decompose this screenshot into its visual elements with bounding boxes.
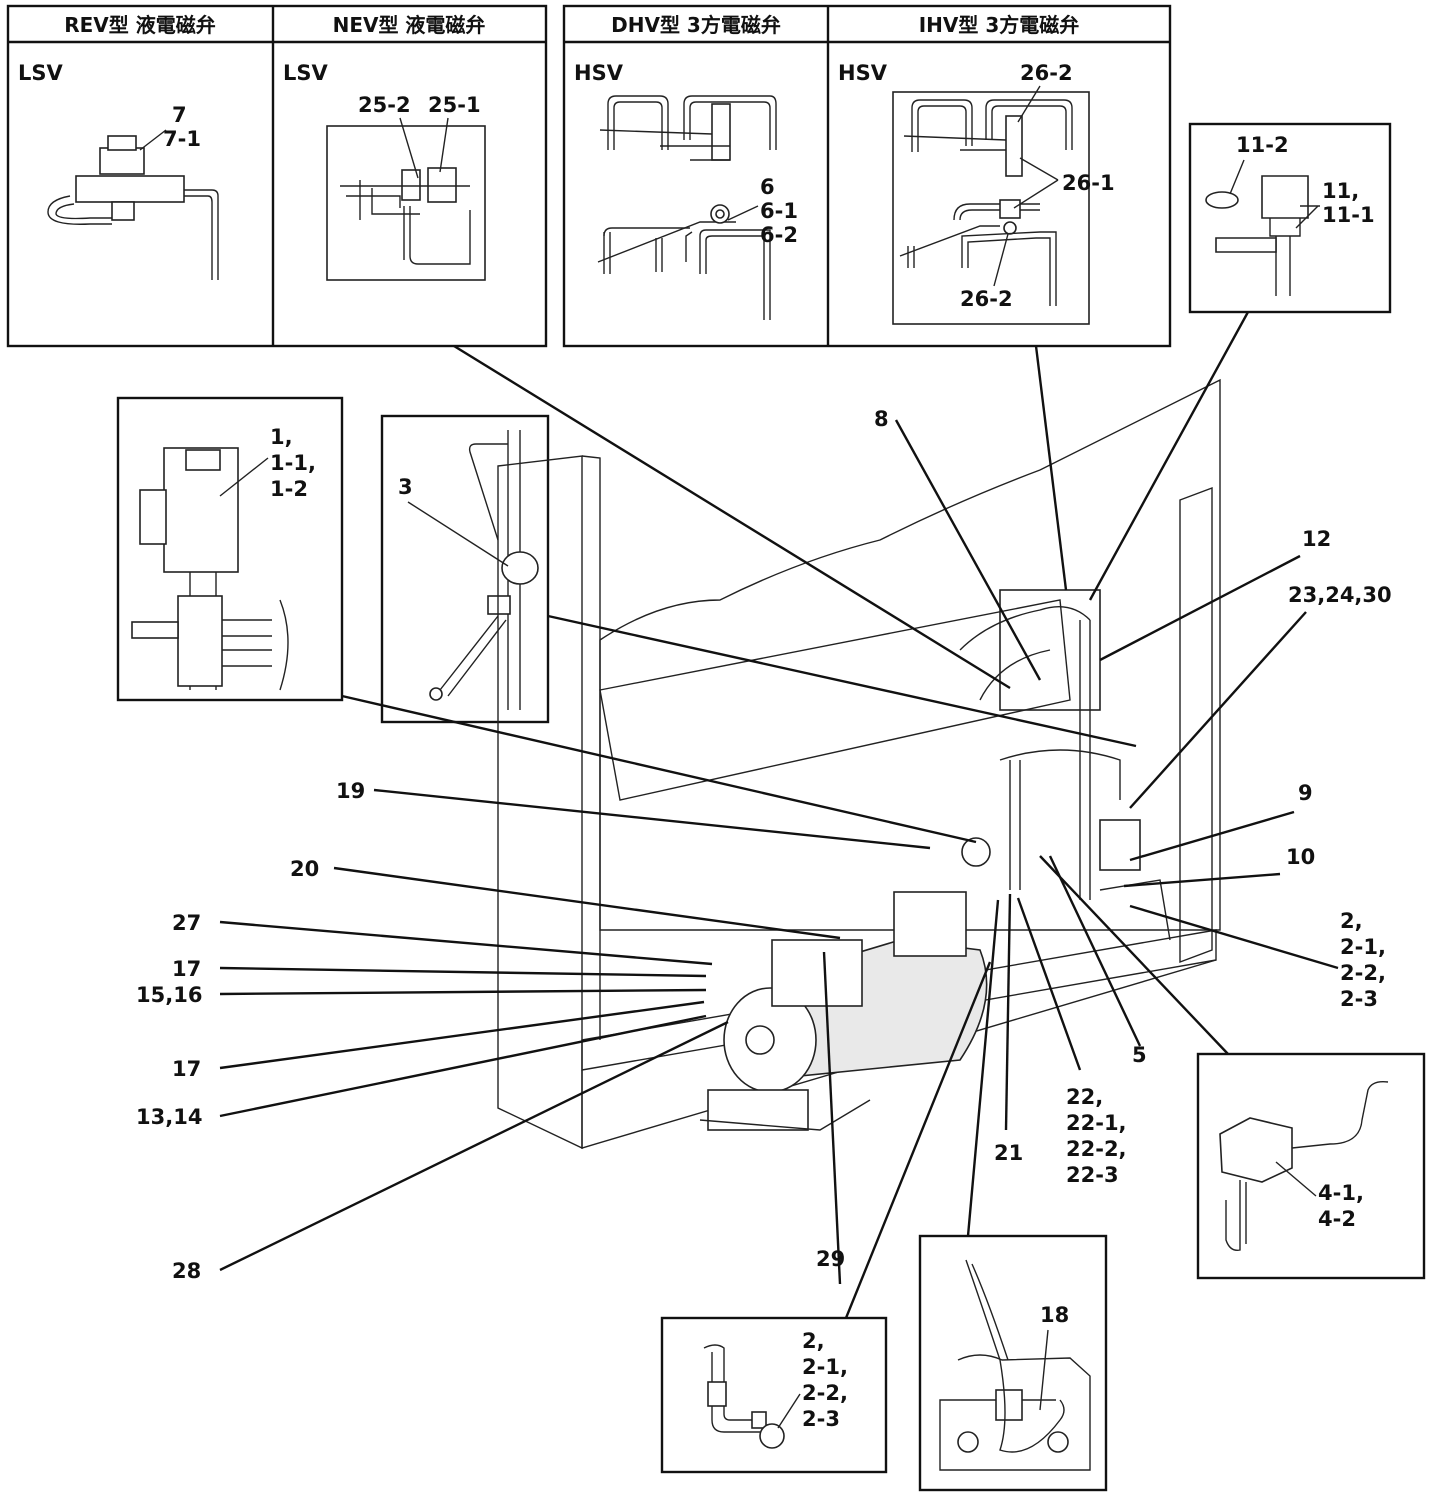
dhv-label-6: 6: [760, 175, 775, 199]
callout-2-1: 2-1,: [1340, 935, 1386, 959]
callout-2: 2,: [1340, 909, 1363, 933]
nev-header: NEV型 液電磁弁: [333, 13, 486, 37]
callout-13-14: 13,14: [136, 1105, 202, 1129]
callout-10: 10: [1286, 845, 1315, 869]
valve-table-right: DHV型 3方電磁弁 IHV型 3方電磁弁 HSV HSV 6: [562, 4, 1172, 348]
exp-label-11-2: 11-2: [1236, 133, 1289, 157]
sensor-label-2-3: 2-3: [802, 1407, 840, 1431]
callout-17-a: 17: [172, 957, 201, 981]
callout-9: 9: [1298, 781, 1313, 805]
sensor-label-2-2: 2-2,: [802, 1381, 848, 1405]
callout-28: 28: [172, 1259, 201, 1283]
callout-5: 5: [1132, 1043, 1147, 1067]
inset-heater: 18: [918, 1234, 1108, 1492]
ihv-valve-drawing: [892, 91, 1090, 325]
callout-22-2: 22-2,: [1066, 1137, 1127, 1161]
dhv-sublabel: HSV: [574, 61, 624, 85]
callout-17-b: 17: [172, 1057, 201, 1081]
leader-lines: [219, 311, 1339, 1319]
dhv-label-6-1: 6-1: [760, 199, 798, 223]
exp-label-11-1: 11-1: [1322, 203, 1375, 227]
dhv-label-6-2: 6-2: [760, 223, 798, 247]
ihv-label-26-1: 26-1: [1062, 171, 1115, 195]
callout-21: 21: [994, 1141, 1023, 1165]
solenoid-label-1-2: 1-2: [270, 477, 308, 501]
sightglass-label-3: 3: [398, 475, 413, 499]
dhv-header: DHV型 3方電磁弁: [611, 13, 781, 37]
rev-valve-drawing: [47, 135, 219, 280]
inset-solenoid-valve: 1, 1-1, 1-2: [116, 396, 344, 702]
callout-27: 27: [172, 911, 201, 935]
rev-sublabel: LSV: [18, 61, 64, 85]
solenoid-label-1: 1,: [270, 425, 293, 449]
callout-2-3: 2-3: [1340, 987, 1378, 1011]
callout-29: 29: [816, 1247, 845, 1271]
ihv-label-26-2-top: 26-2: [1020, 61, 1073, 85]
nev-label-25-1: 25-1: [428, 93, 481, 117]
coil-label-4-1: 4-1,: [1318, 1181, 1364, 1205]
exp-label-11: 11,: [1322, 179, 1359, 203]
dhv-valve-drawing: [597, 95, 777, 320]
callout-23-24-30: 23,24,30: [1288, 583, 1392, 607]
rev-label-7: 7: [172, 103, 187, 127]
ihv-sublabel: HSV: [838, 61, 888, 85]
ihv-header: IHV型 3方電磁弁: [919, 13, 1080, 37]
callout-15-16: 15,16: [136, 983, 202, 1007]
coil-label-4-2: 4-2: [1318, 1207, 1356, 1231]
nev-valve-drawing: [326, 125, 486, 281]
callout-22-1: 22-1,: [1066, 1111, 1127, 1135]
callout-22: 22,: [1066, 1085, 1103, 1109]
valve-table-left: REV型 液電磁弁 NEV型 液電磁弁 LSV LSV 7 7-1: [6, 4, 548, 348]
inset-expansion-valve: 11-2 11, 11-1: [1188, 122, 1392, 314]
rev-header: REV型 液電磁弁: [64, 13, 216, 37]
rev-label-7-1: 7-1: [163, 127, 201, 151]
nev-label-25-2: 25-2: [358, 93, 411, 117]
inset-sight-glass: 3: [380, 414, 550, 724]
callout-8: 8: [874, 407, 889, 431]
callout-2-2: 2-2,: [1340, 961, 1386, 985]
sensor-label-2: 2,: [802, 1329, 825, 1353]
main-unit-drawing: [497, 378, 1221, 1150]
callout-labels: 8 12 23,24,30 9 10 2, 2-1, 2-2, 2-3 19 2…: [136, 407, 1392, 1283]
callout-22-3: 22-3: [1066, 1163, 1119, 1187]
inset-sensor: 2, 2-1, 2-2, 2-3: [660, 1316, 888, 1474]
inset-coil: 4-1, 4-2: [1196, 1052, 1426, 1280]
ihv-label-26-2-bottom: 26-2: [960, 287, 1013, 311]
callout-12: 12: [1302, 527, 1331, 551]
heater-label-18: 18: [1040, 1303, 1069, 1327]
callout-19: 19: [336, 779, 365, 803]
nev-sublabel: LSV: [283, 61, 329, 85]
sensor-label-2-1: 2-1,: [802, 1355, 848, 1379]
callout-20: 20: [290, 857, 319, 881]
solenoid-label-1-1: 1-1,: [270, 451, 316, 475]
